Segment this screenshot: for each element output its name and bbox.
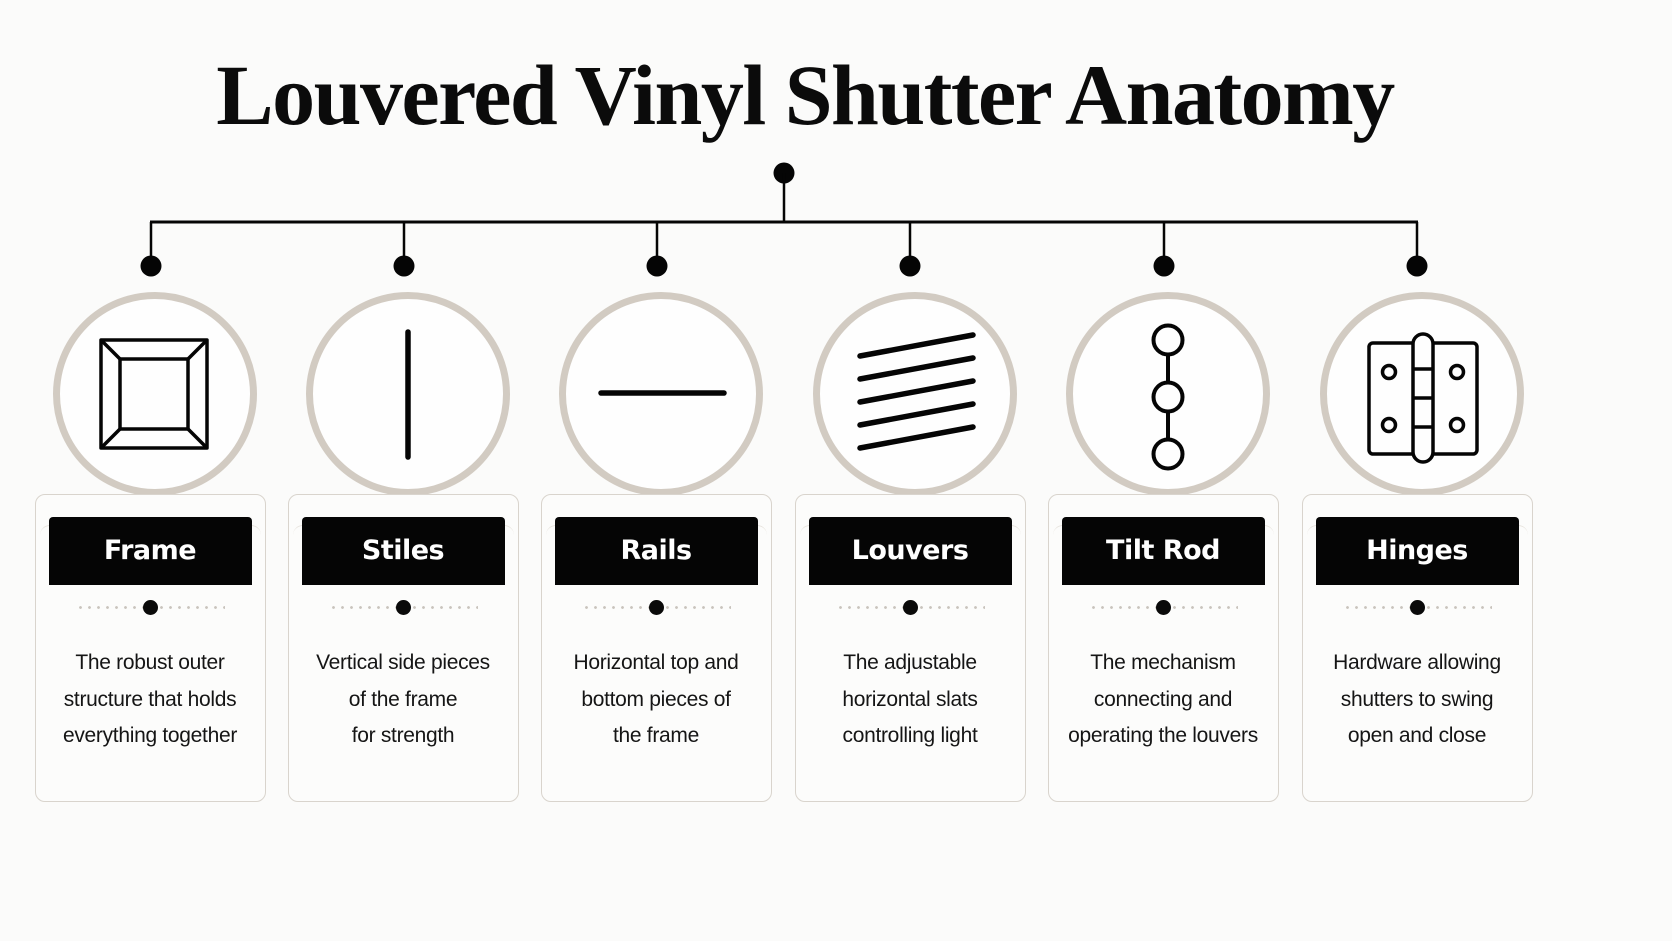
component-label: Stiles [301, 517, 505, 585]
icon-ring [1319, 292, 1524, 496]
branch-dots [140, 255, 1428, 277]
component-louvers: Louvers The adjustable horizontal slats … [784, 0, 1037, 941]
component-label: Tilt Rod [1061, 517, 1265, 585]
slanted-slats-icon [856, 332, 976, 451]
component-card: Frame The robust outer structure that ho… [34, 494, 266, 802]
component-rails: Rails Horizontal top and bottom pieces o… [530, 0, 783, 941]
icon-ring [52, 292, 257, 496]
dot-separator [328, 599, 478, 615]
component-description: Horizontal top and bottom pieces of the … [573, 651, 739, 747]
component-label: Rails [554, 517, 758, 585]
dot-separator [75, 599, 225, 615]
component-card: Rails Horizontal top and bottom pieces o… [540, 494, 772, 802]
component-card: Louvers The adjustable horizontal slats … [794, 494, 1026, 802]
dot-separator [835, 599, 985, 615]
component-card: Tilt Rod The mechanism connecting and op… [1047, 494, 1279, 802]
dot-separator [581, 599, 731, 615]
horizontal-line-icon [597, 390, 727, 396]
component-card: Stiles Vertical side pieces of the frame… [287, 494, 519, 802]
component-label: Louvers [808, 517, 1012, 585]
door-hinge-icon [1366, 332, 1479, 464]
component-label: Hinges [1315, 517, 1519, 585]
icon-ring [558, 292, 763, 496]
component-description: The adjustable horizontal slats controll… [842, 651, 978, 747]
component-stiles: Stiles Vertical side pieces of the frame… [277, 0, 530, 941]
dot-separator [1088, 599, 1238, 615]
component-frame: Frame The robust outer structure that ho… [24, 0, 277, 941]
vertical-line-icon [404, 329, 411, 460]
component-description: Vertical side pieces of the frame for st… [316, 651, 490, 747]
component-description: Hardware allowing shutters to swing open… [1333, 651, 1501, 747]
component-hinges: Hinges Hardware allowing shutters to swi… [1291, 0, 1544, 941]
icon-ring [305, 292, 510, 496]
component-label: Frame [48, 517, 252, 585]
root-node [773, 162, 795, 222]
linked-circles-rod-icon [1151, 323, 1184, 471]
component-description: The mechanism connecting and operating t… [1068, 651, 1258, 747]
frame-bevel-square-icon [98, 338, 209, 450]
dot-separator [1342, 599, 1492, 615]
diagram-title: Louvered Vinyl Shutter Anatomy [216, 47, 1395, 143]
icon-ring [1065, 292, 1270, 496]
component-card: Hinges Hardware allowing shutters to swi… [1301, 494, 1533, 802]
component-tilt-rod: Tilt Rod The mechanism connecting and op… [1037, 0, 1290, 941]
component-description: The robust outer structure that holds ev… [62, 651, 238, 747]
icon-ring [812, 292, 1017, 496]
